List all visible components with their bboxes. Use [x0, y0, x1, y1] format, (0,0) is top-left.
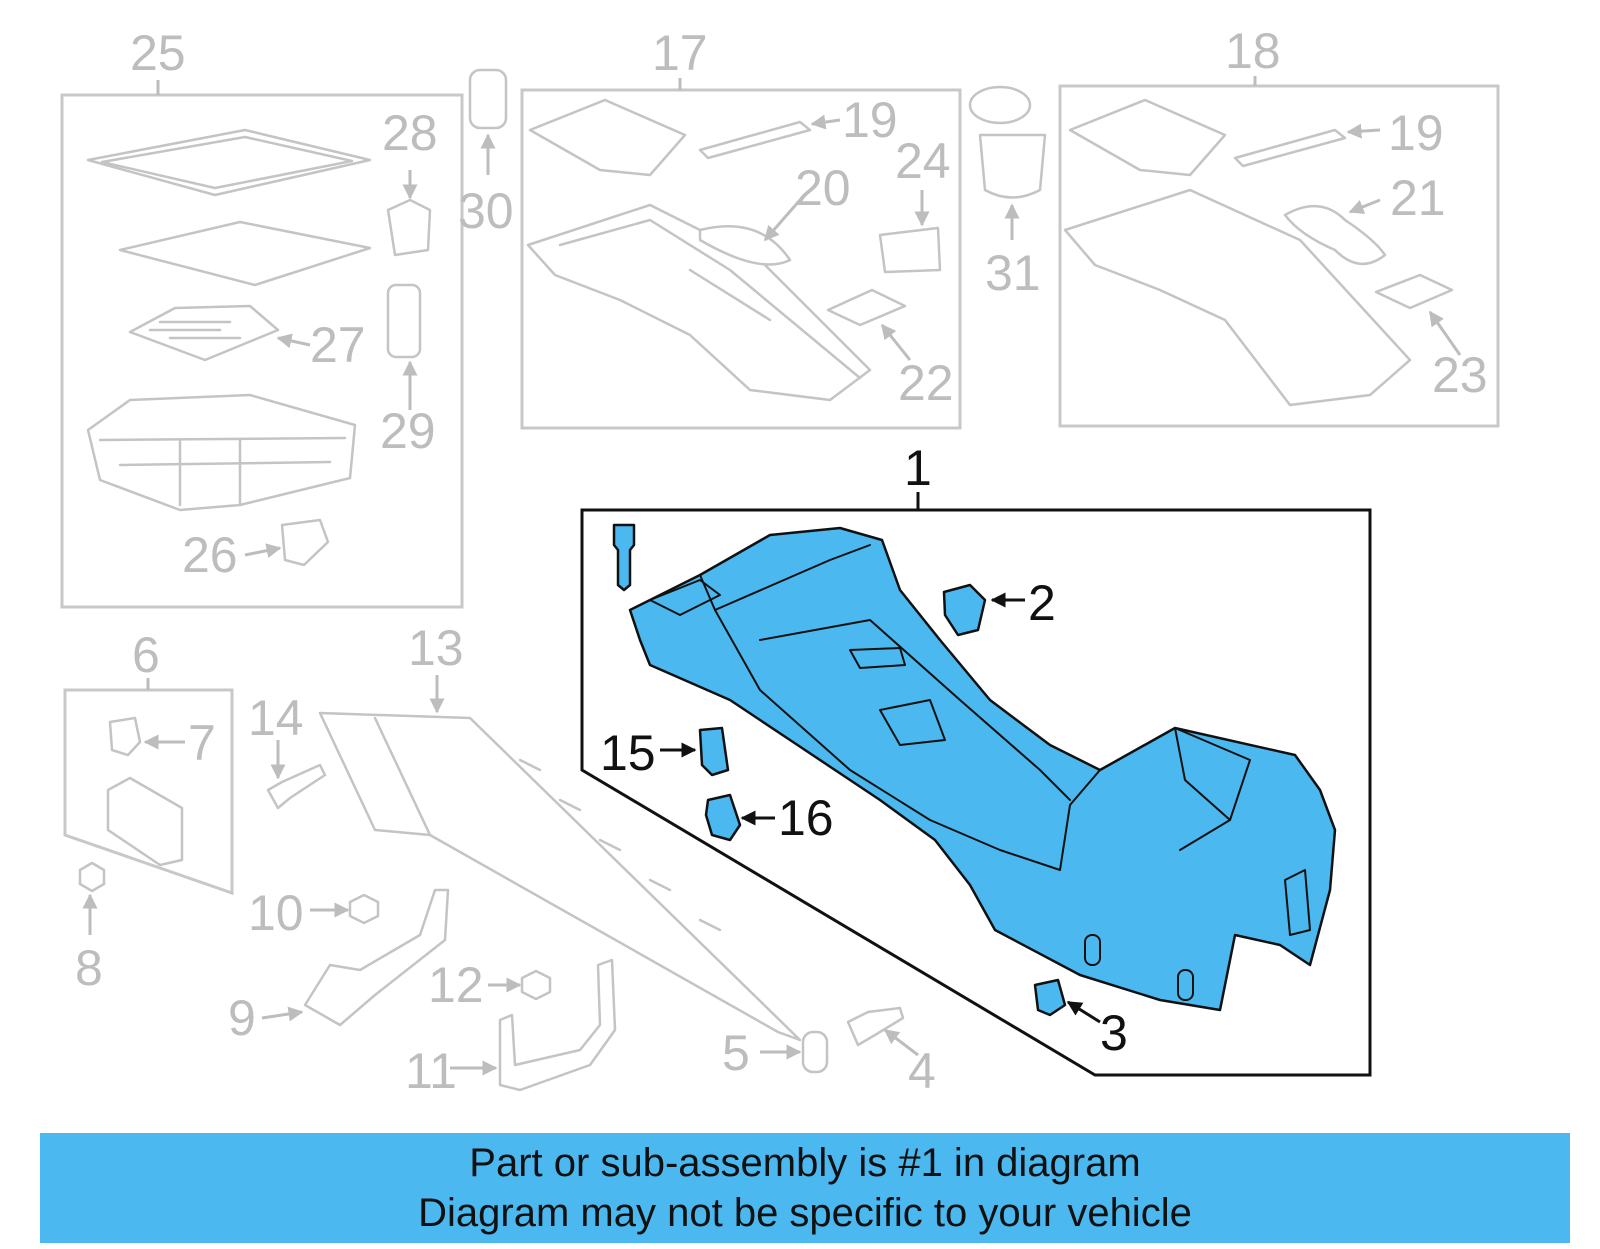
callout-6: 6 — [132, 627, 160, 683]
callout-16: 16 — [778, 790, 834, 846]
callout-28: 28 — [382, 105, 438, 161]
callout-14: 14 — [248, 690, 304, 746]
group-30 — [468, 68, 508, 175]
mat-22-part[interactable] — [826, 288, 907, 327]
callout-31: 31 — [985, 245, 1041, 301]
mat-part[interactable] — [128, 304, 280, 362]
cup-holder-31-part[interactable] — [978, 133, 1047, 199]
retainer-15-part[interactable] — [698, 726, 730, 777]
callout-18: 18 — [1225, 23, 1281, 79]
nut-8-part[interactable] — [78, 861, 106, 893]
callout-13: 13 — [408, 620, 464, 676]
bracket-6-part[interactable] — [106, 776, 184, 867]
clip-7-part[interactable] — [108, 716, 142, 757]
callout-1: 1 — [904, 440, 932, 496]
clip-3-part[interactable] — [1033, 978, 1067, 1017]
group-6 — [63, 678, 234, 935]
armrest-pad-part[interactable] — [118, 220, 372, 287]
callout-27: 27 — [310, 317, 366, 373]
bracket-11-part[interactable] — [498, 958, 617, 1092]
group-17 — [520, 78, 962, 430]
group-18 — [1058, 76, 1500, 428]
callout-17: 17 — [652, 25, 708, 81]
callout-9: 9 — [228, 990, 256, 1046]
callout-19-a: 19 — [842, 92, 898, 148]
clip-2-part[interactable] — [942, 583, 987, 637]
center-console-1-part[interactable] — [628, 526, 1337, 1012]
shift-bezel-part[interactable] — [528, 98, 687, 177]
callout-22: 22 — [898, 355, 954, 411]
caption-banner: Part or sub-assembly is #1 in diagram Di… — [40, 1133, 1570, 1243]
group-6-frame — [63, 688, 234, 896]
clip-5-part[interactable] — [801, 1030, 829, 1074]
trim-strip-19b-part[interactable] — [1233, 128, 1347, 168]
trim-strip-19a-part[interactable] — [698, 120, 812, 160]
callout-24: 24 — [895, 133, 951, 189]
callout-29: 29 — [380, 403, 436, 459]
callout-20: 20 — [795, 160, 851, 216]
cup-holder-lid-part[interactable] — [968, 85, 1032, 125]
cover-24-part[interactable] — [878, 226, 942, 274]
seal-20-part[interactable] — [698, 225, 792, 266]
caption-line-2: Diagram may not be specific to your vehi… — [418, 1191, 1192, 1235]
callout-30: 30 — [458, 183, 514, 239]
callout-5: 5 — [722, 1025, 750, 1081]
retainer-16-part[interactable] — [704, 793, 742, 842]
screw-4-part[interactable] — [846, 1006, 905, 1047]
clip-26-part[interactable] — [280, 518, 330, 567]
group-18-frame — [1058, 84, 1500, 428]
callout-10: 10 — [248, 885, 304, 941]
nut-10-part[interactable] — [348, 893, 380, 925]
group-31 — [968, 85, 1047, 240]
trim-plate-18-part[interactable] — [1063, 188, 1412, 407]
callout-25: 25 — [130, 25, 186, 81]
group-25 — [60, 80, 464, 609]
bracket-9-part[interactable] — [303, 888, 450, 1027]
shift-bezel-18-part[interactable] — [1068, 98, 1227, 177]
bolt-14-part[interactable] — [266, 763, 327, 810]
callout-7: 7 — [188, 715, 216, 771]
plug-30-part[interactable] — [468, 68, 508, 130]
group-13 — [261, 675, 919, 1092]
side-panel-13-part[interactable] — [318, 711, 802, 1042]
group-1 — [580, 492, 1372, 1077]
socket-29-part[interactable] — [386, 283, 422, 359]
callout-19-b: 19 — [1388, 105, 1444, 161]
callout-labels: 25 28 27 29 26 30 17 19 20 24 22 31 18 1… — [75, 23, 1488, 1099]
group-1-frame — [580, 508, 1372, 1077]
screw-part[interactable] — [612, 523, 636, 592]
callout-12: 12 — [428, 957, 484, 1013]
group-17-frame — [520, 88, 962, 430]
callout-4: 4 — [908, 1043, 936, 1099]
callout-8: 8 — [75, 940, 103, 996]
cup-insert-21-part[interactable] — [1283, 204, 1387, 265]
mat-23-part[interactable] — [1374, 273, 1454, 310]
callout-2: 2 — [1028, 575, 1056, 631]
callout-11: 11 — [405, 1043, 457, 1099]
storage-bin-part[interactable] — [86, 393, 357, 512]
callout-3: 3 — [1100, 1005, 1128, 1061]
clip-28-part[interactable] — [386, 198, 432, 257]
caption-line-1: Part or sub-assembly is #1 in diagram — [469, 1141, 1141, 1185]
group-25-frame — [60, 93, 464, 609]
callout-21: 21 — [1390, 170, 1446, 226]
nut-12-part[interactable] — [520, 969, 552, 1001]
callout-15: 15 — [600, 725, 656, 781]
armrest-lid-part[interactable] — [86, 128, 372, 197]
callout-23: 23 — [1432, 347, 1488, 403]
callout-26: 26 — [182, 527, 238, 583]
